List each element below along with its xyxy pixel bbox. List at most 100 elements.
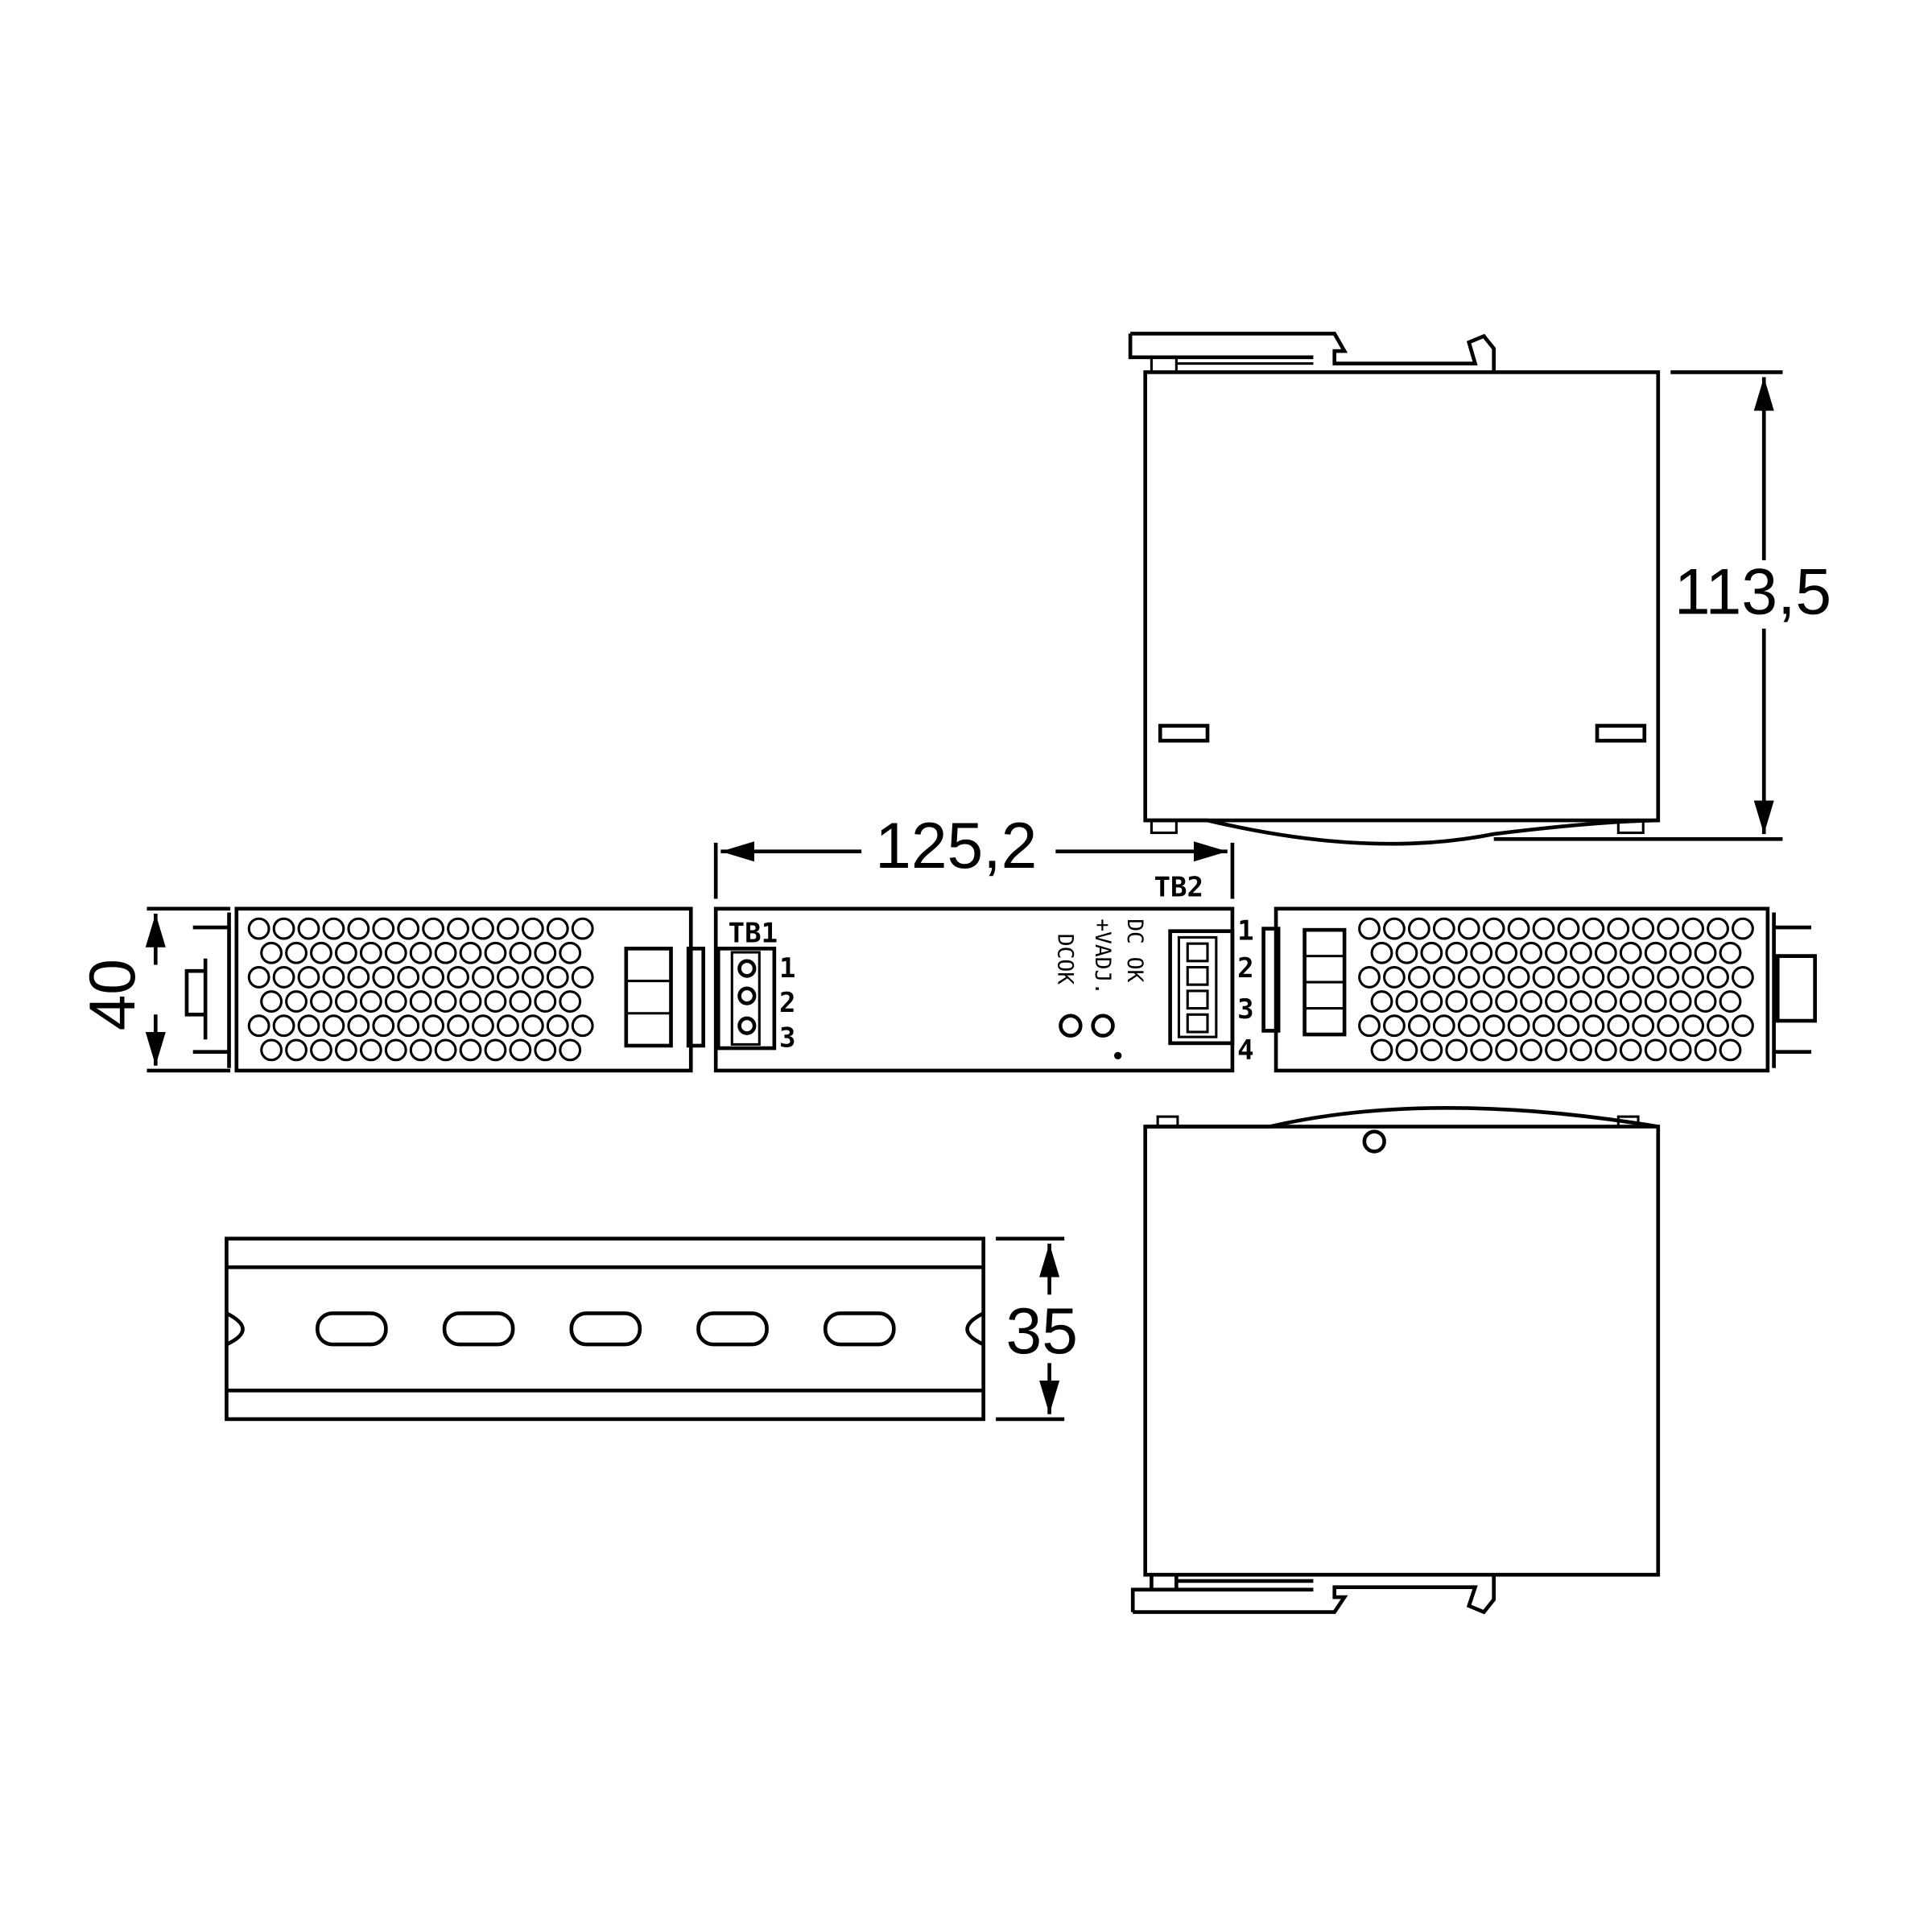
vadj-label: +VADJ. [1090, 919, 1114, 995]
vent-hole [1619, 1038, 1642, 1062]
vent-hole [546, 917, 569, 940]
vent-hole [1644, 990, 1667, 1013]
vent-hole [384, 941, 407, 964]
vent-hole [1420, 1038, 1443, 1062]
vent-hole [1432, 1014, 1455, 1038]
vent-hole [272, 1014, 295, 1038]
vent-hole [272, 917, 295, 940]
vent-hole [334, 990, 357, 1013]
vent-hole [1694, 990, 1717, 1013]
vent-hole [1657, 917, 1680, 940]
vent-hole [1495, 990, 1518, 1013]
vent-hole [1719, 1038, 1742, 1062]
vent-hole [1470, 1038, 1493, 1062]
vent-hole [1532, 917, 1555, 940]
vent-hole [1732, 1014, 1754, 1038]
height-dimension: 40 [76, 906, 231, 1073]
vent-hole [1407, 1014, 1430, 1038]
vent-hole [310, 990, 332, 1013]
vent-hole [1632, 917, 1655, 940]
vent-hole [1557, 966, 1580, 989]
vent-hole [1607, 966, 1630, 989]
vent-hole [1719, 941, 1742, 964]
vent-hole [1582, 1014, 1605, 1038]
width-dimension: 125,2 [713, 810, 1235, 899]
vent-hole [1570, 941, 1592, 964]
vent-hole [1358, 966, 1381, 989]
vent-hole [334, 1038, 357, 1062]
vent-hole [1607, 1014, 1630, 1038]
vent-hole [559, 990, 582, 1013]
din-rail [225, 1236, 985, 1422]
vent-hole [1644, 941, 1667, 964]
vent-hole [1582, 966, 1605, 989]
vent-hole [1669, 990, 1692, 1013]
right-side-panel [1261, 906, 1817, 1073]
vent-hole [484, 941, 507, 964]
vent-hole [521, 917, 544, 940]
vent-hole [472, 966, 494, 989]
vent-hole [459, 990, 482, 1013]
vent-hole [409, 990, 432, 1013]
vent-hole [1520, 1038, 1542, 1062]
vent-hole [310, 941, 332, 964]
vent-hole [347, 966, 370, 989]
vent-hole [384, 990, 407, 1013]
vent-hole [297, 966, 320, 989]
vent-hole [297, 1014, 320, 1038]
vent-hole [1507, 1014, 1530, 1038]
vent-hole [447, 1014, 469, 1038]
vent-hole [1545, 941, 1567, 964]
vent-hole [1669, 1038, 1692, 1062]
vent-hole [285, 941, 308, 964]
vent-hole [1682, 1014, 1705, 1038]
tb2-pin-1: 1 [1237, 915, 1253, 947]
vent-hole [372, 966, 395, 989]
vent-hole [285, 1038, 308, 1062]
tb2-pin-2: 2 [1237, 952, 1253, 985]
vent-hole [1732, 966, 1754, 989]
vent-hole [1482, 917, 1505, 940]
vent-hole [247, 966, 270, 989]
vent-hole [1520, 990, 1542, 1013]
top-side-view [1128, 332, 1661, 846]
vent-hole [1644, 1038, 1667, 1062]
vent-hole [434, 990, 457, 1013]
vent-hole [484, 990, 507, 1013]
vent-hole [1407, 966, 1430, 989]
vent-hole [1657, 966, 1680, 989]
vent-hole [459, 941, 482, 964]
tb2-label: TB2 [1154, 871, 1203, 903]
vent-hole [472, 917, 494, 940]
vent-hole [434, 1038, 457, 1062]
vent-hole [1407, 917, 1430, 940]
vent-hole [1619, 990, 1642, 1013]
height-dimension-label: 40 [76, 959, 149, 1030]
vent-hole [1694, 1038, 1717, 1062]
vent-hole [1507, 917, 1530, 940]
vent-hole [1694, 941, 1717, 964]
vent-hole [534, 990, 557, 1013]
vent-hole [1482, 1014, 1505, 1038]
vadj-potentiometer[interactable] [1091, 1013, 1115, 1038]
vent-hole [484, 1038, 507, 1062]
tb2-terminal-block[interactable] [1168, 929, 1235, 1046]
vent-hole [1607, 917, 1630, 940]
left-vent-holes [247, 917, 594, 1062]
tb1-pin-3: 3 [779, 1022, 795, 1055]
vent-hole [322, 1014, 345, 1038]
vent-hole [1669, 941, 1692, 964]
vent-hole [571, 966, 594, 989]
vent-hole [571, 1014, 594, 1038]
vent-hole [1420, 990, 1443, 1013]
tb1-terminal-block[interactable] [716, 947, 777, 1051]
vent-hole [509, 941, 532, 964]
vent-hole [497, 1014, 519, 1038]
vent-hole [509, 990, 532, 1013]
tb2-pin-3: 3 [1237, 993, 1253, 1026]
vent-hole [1707, 966, 1729, 989]
vent-hole [1370, 1038, 1393, 1062]
vent-hole [534, 1038, 557, 1062]
rail-dimension-label: 35 [1005, 1295, 1077, 1368]
